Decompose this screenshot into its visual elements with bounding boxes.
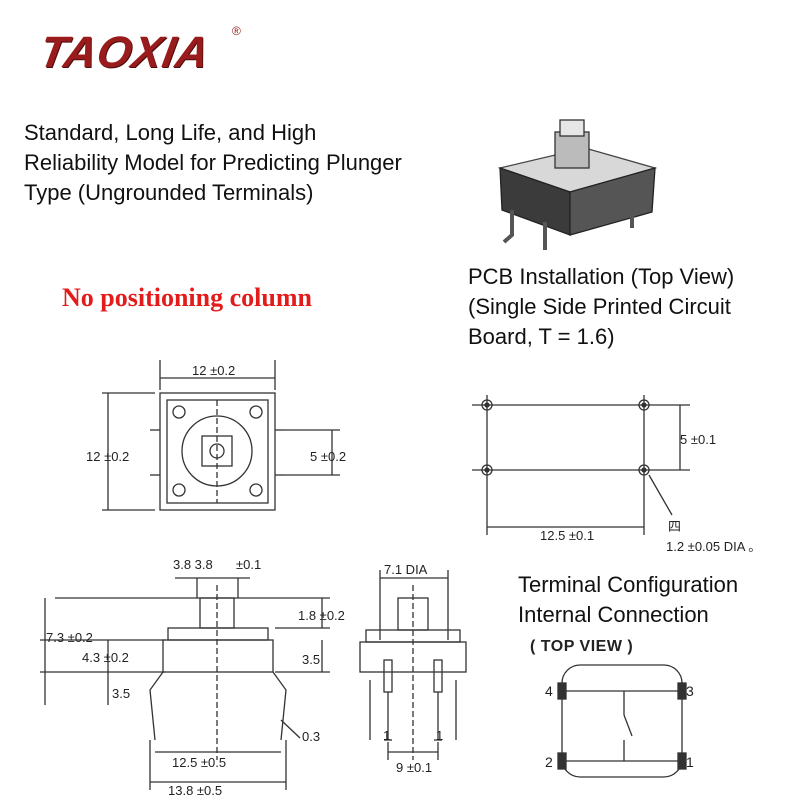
front-pin-right: 1 bbox=[436, 728, 444, 743]
dim-side-18: 1.8 ±0.2 bbox=[298, 608, 345, 623]
pin-3: 3 bbox=[686, 683, 694, 699]
dim-pcb-pitch: 5 ±0.1 bbox=[680, 432, 717, 447]
dim-side-125: 12.5 ±0.5 bbox=[172, 755, 227, 770]
terminal-drawing bbox=[557, 664, 687, 778]
pin-2: 2 bbox=[545, 754, 553, 770]
model-description: Standard, Long Life, and High Reliabilit… bbox=[24, 120, 402, 205]
pcb-description: PCB Installation (Top View) (Single Side… bbox=[468, 264, 735, 349]
dim-side-38: 3.8 3.8 bbox=[173, 557, 213, 572]
pcb-drawing bbox=[472, 395, 690, 535]
front-view-drawing bbox=[359, 570, 467, 760]
dim-pcb-hole: 1.2 ±0.05 DIA 。 bbox=[666, 539, 762, 554]
front-pin-left: 1 bbox=[383, 728, 391, 743]
dim-pcb-hole-note: 四 bbox=[668, 519, 682, 534]
dim-pcb-width: 12.5 ±0.1 bbox=[540, 528, 595, 543]
dim-side-73: 7.3 ±0.2 bbox=[46, 630, 93, 645]
dim-side-138: 13.8 ±0.5 bbox=[168, 783, 223, 798]
dim-front-71: 7.1 DIA bbox=[384, 562, 428, 577]
top-view-drawing bbox=[102, 360, 340, 511]
pin-1: 1 bbox=[686, 754, 694, 770]
registered-mark: ® bbox=[232, 24, 241, 38]
dim-side-tol: ±0.1 bbox=[236, 557, 262, 572]
switch-photo bbox=[497, 119, 658, 250]
top-view-label: ( TOP VIEW ) bbox=[530, 638, 634, 655]
dim-top-height: 12 ±0.2 bbox=[86, 449, 130, 464]
dim-side-03: 0.3 bbox=[302, 729, 321, 744]
dim-side-35-right: 3.5 bbox=[302, 652, 321, 667]
dim-front-9: 9 ±0.1 bbox=[396, 760, 433, 775]
dim-top-width: 12 ±0.2 bbox=[192, 363, 236, 378]
dim-top-pitch: 5 ±0.2 bbox=[310, 449, 347, 464]
terminal-description: Terminal Configuration Internal Connecti… bbox=[518, 572, 739, 627]
headline: No positioning column bbox=[62, 283, 312, 312]
side-view-drawing bbox=[40, 577, 330, 790]
dim-side-35-left: 3.5 bbox=[112, 686, 131, 701]
dim-side-43: 4.3 ±0.2 bbox=[82, 650, 129, 665]
pin-4: 4 bbox=[545, 683, 553, 699]
